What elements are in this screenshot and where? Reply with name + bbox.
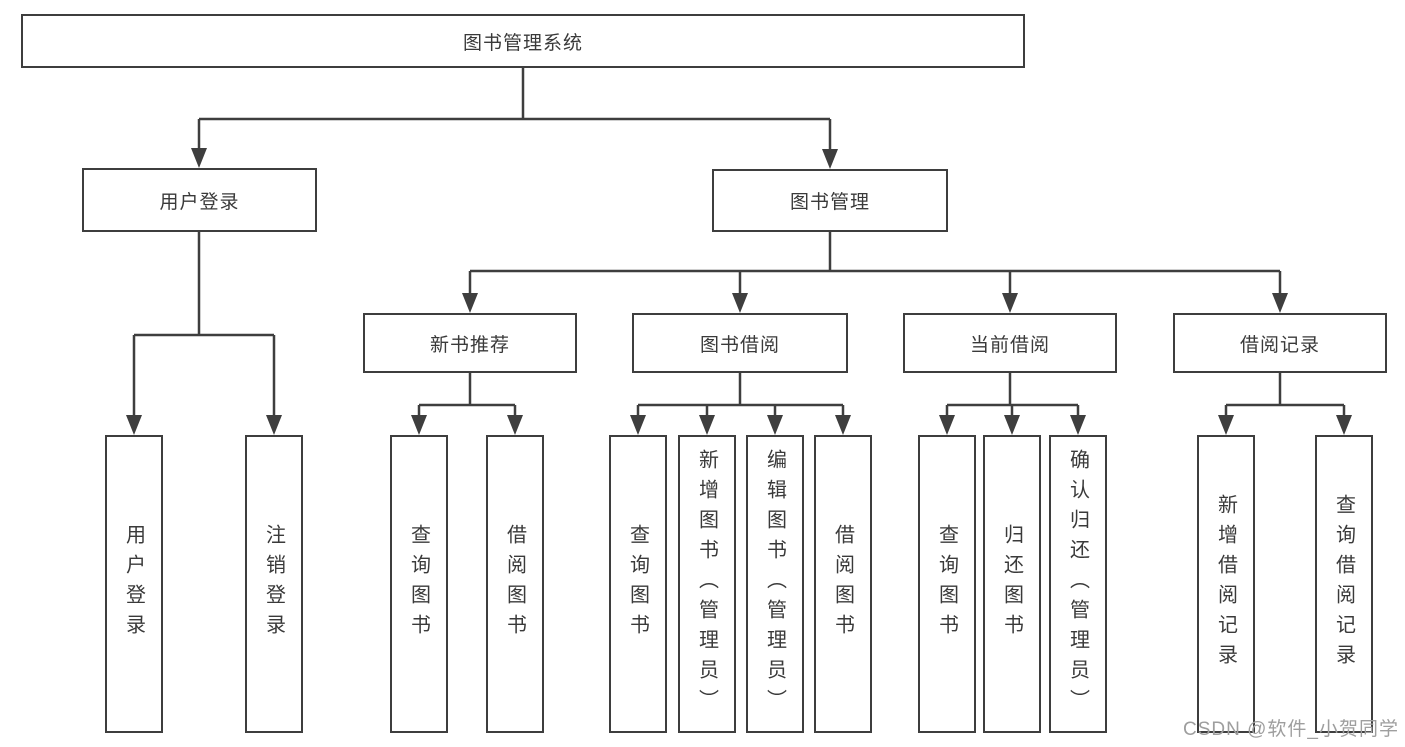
leaf-confirm-return-admin: 确认归还（管理员） <box>1049 435 1107 733</box>
leaf-label: 编辑图书（管理员） <box>763 449 786 719</box>
connector-book-management-branch <box>462 232 1288 313</box>
leaf-label: 归还图书 <box>1000 524 1023 644</box>
connector-new-book-recommend-branch <box>411 373 523 435</box>
leaf-label: 注销登录 <box>262 524 285 644</box>
connector-root-to-level2 <box>191 68 838 169</box>
leaf-label: 确认归还（管理员） <box>1066 449 1089 719</box>
leaf-label: 查询图书 <box>626 524 649 644</box>
leaf-user-login: 用户登录 <box>105 435 163 733</box>
leaf-add-book-admin: 新增图书（管理员） <box>678 435 736 733</box>
leaf-label: 查询借阅记录 <box>1332 494 1355 674</box>
node-book-borrow: 图书借阅 <box>632 313 848 373</box>
node-new-book-recommend: 新书推荐 <box>363 313 577 373</box>
leaf-label: 新增借阅记录 <box>1214 494 1237 674</box>
leaf-label: 查询图书 <box>935 524 958 644</box>
leaf-label: 借阅图书 <box>831 524 854 644</box>
connector-book-borrow-branch <box>630 373 851 435</box>
leaf-add-borrow-record: 新增借阅记录 <box>1197 435 1255 733</box>
connector-user-login-branch <box>126 232 282 435</box>
leaf-label: 用户登录 <box>122 524 145 644</box>
leaf-label: 新增图书（管理员） <box>695 449 718 719</box>
watermark-csdn: CSDN @软件_小贺同学 <box>1183 719 1399 740</box>
node-book-management: 图书管理 <box>712 169 948 232</box>
node-current-borrow: 当前借阅 <box>903 313 1117 373</box>
leaf-borrow-books-recommend: 借阅图书 <box>486 435 544 733</box>
leaf-query-books-current: 查询图书 <box>918 435 976 733</box>
leaf-label: 借阅图书 <box>503 524 526 644</box>
node-borrow-records: 借阅记录 <box>1173 313 1387 373</box>
leaf-borrow-books: 借阅图书 <box>814 435 872 733</box>
leaf-return-book: 归还图书 <box>983 435 1041 733</box>
leaf-query-books-recommend: 查询图书 <box>390 435 448 733</box>
leaf-label: 查询图书 <box>407 524 430 644</box>
leaf-edit-book-admin: 编辑图书（管理员） <box>746 435 804 733</box>
leaf-query-borrow-record: 查询借阅记录 <box>1315 435 1373 733</box>
node-library-system: 图书管理系统 <box>21 14 1025 68</box>
leaf-query-books-borrow: 查询图书 <box>609 435 667 733</box>
leaf-logout: 注销登录 <box>245 435 303 733</box>
connector-borrow-records-branch <box>1218 373 1352 435</box>
connector-current-borrow-branch <box>939 373 1086 435</box>
node-user-login: 用户登录 <box>82 168 317 232</box>
